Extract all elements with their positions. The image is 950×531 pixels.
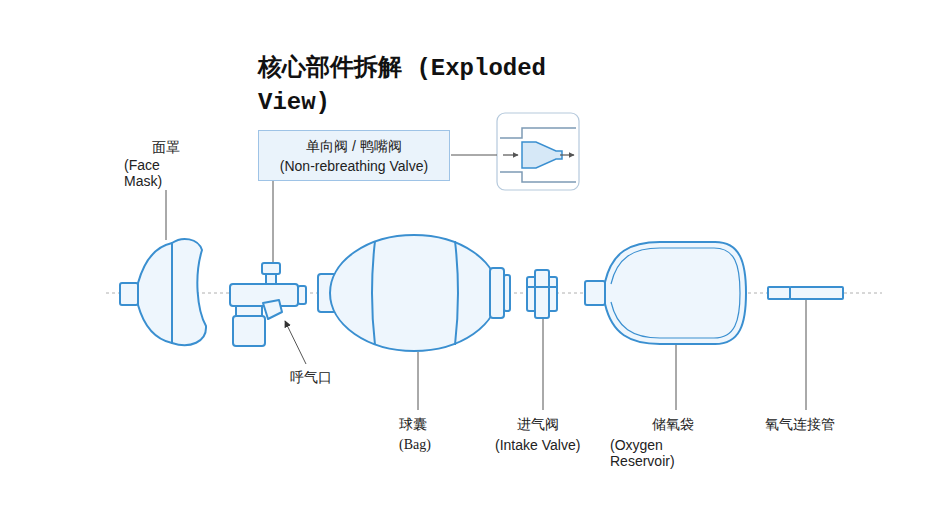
reservoir-seam <box>611 248 740 338</box>
leader-line <box>418 352 419 410</box>
valve-cap <box>262 263 280 274</box>
intake-valve-groove <box>527 286 557 288</box>
bag-rear-lip <box>504 275 510 311</box>
leader-line <box>543 319 544 410</box>
reservoir-bag <box>605 242 746 344</box>
leader-line <box>166 190 167 240</box>
reservoir-neck <box>585 281 605 305</box>
callout-text: (Non-rebreathing Valve) <box>280 156 428 176</box>
part-name-english: (Oxygen Reservoir) <box>610 437 702 469</box>
bag-body <box>330 235 498 351</box>
part-name: 进气阀 <box>517 416 559 432</box>
part-name: 呼气口 <box>290 369 332 385</box>
duckbill-valve <box>522 142 562 168</box>
part-name-english: (Face Mask) <box>124 157 172 189</box>
inset-frame <box>497 113 579 190</box>
inset-wall <box>500 128 576 138</box>
leader-line <box>806 300 807 410</box>
valve-outlet <box>233 316 265 346</box>
valve-collar <box>236 306 262 316</box>
flow-arrow <box>560 154 574 155</box>
oxygen-tube <box>790 287 843 299</box>
intake-valve-ring <box>535 270 549 318</box>
part-name-english: (Intake Valve) <box>495 437 580 453</box>
valve-neck <box>266 274 276 284</box>
flow-arrow <box>503 154 518 155</box>
leader-line <box>451 155 497 156</box>
mask-rim <box>172 239 206 345</box>
valve-inlet <box>298 286 306 304</box>
bag-band <box>455 241 458 345</box>
part-name: 面罩 <box>152 139 180 155</box>
leader-arrow <box>285 321 306 364</box>
part-name-english: (Bag) <box>399 437 431 453</box>
mask-dome <box>138 243 172 343</box>
callout-text: 单向阀 / 鸭嘴阀 <box>306 136 402 156</box>
diagram-title: 核心部件拆解 (Exploded View) <box>258 52 588 120</box>
part-name: 球囊 <box>399 416 427 432</box>
exhale-port <box>263 300 282 319</box>
tube-connector <box>768 287 790 299</box>
leader-line <box>676 345 677 410</box>
bag-band <box>372 241 375 345</box>
mask-connector <box>120 283 138 305</box>
leader-line <box>273 181 274 262</box>
part-name: 氧气连接管 <box>765 416 835 432</box>
callout-box: 单向阀 / 鸭嘴阀(Non-rebreathing Valve) <box>258 130 450 181</box>
bag-rear-neck <box>490 268 504 318</box>
inset-wall <box>500 172 576 182</box>
part-name: 储氧袋 <box>652 416 694 432</box>
